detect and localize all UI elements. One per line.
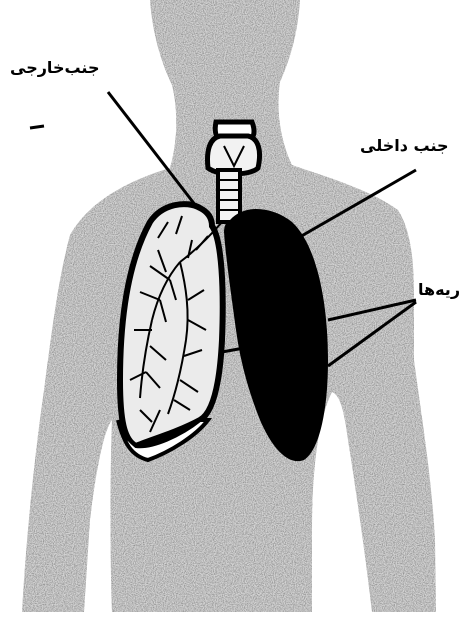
- torso-stipple: [22, 0, 436, 612]
- outer-pleura-label: جنب‌خارجی: [10, 58, 99, 77]
- inner-pleura-label: جنب داخلی: [360, 136, 449, 155]
- trachea: [218, 170, 240, 222]
- stray-mark: [30, 126, 44, 128]
- larynx: [208, 122, 260, 174]
- lungs-label: ریه‌ها: [418, 280, 460, 299]
- torso-silhouette: [22, 0, 436, 612]
